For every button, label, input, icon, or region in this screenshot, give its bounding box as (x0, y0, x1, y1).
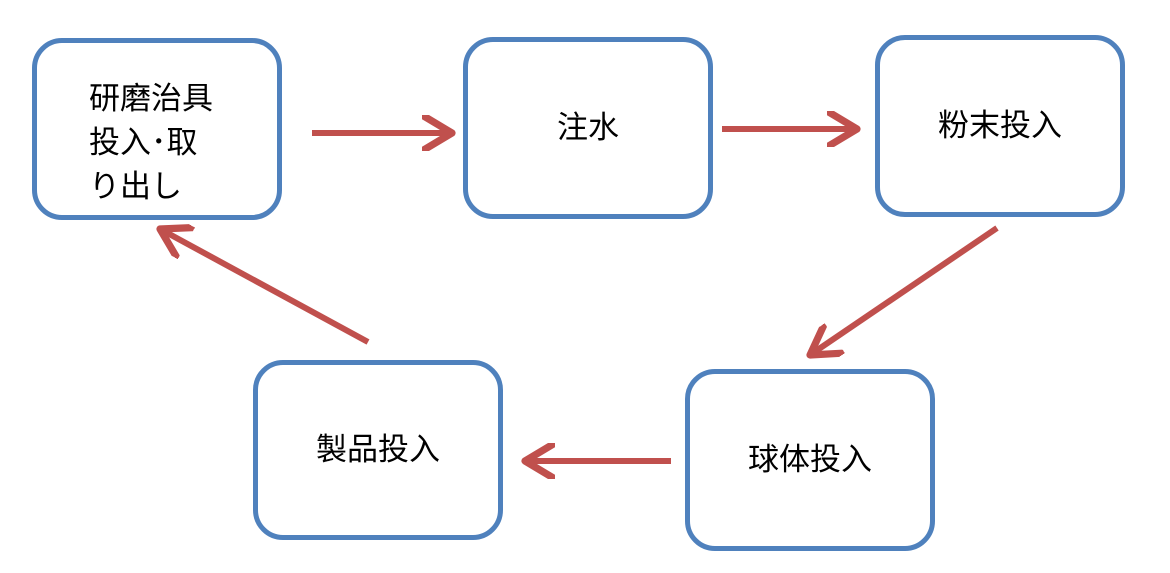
node-sphere: 球体投入 (685, 369, 935, 551)
node-sphere-label: 球体投入 (748, 442, 872, 478)
node-product: 製品投入 (253, 360, 503, 540)
arrow-product-to-jig (160, 229, 370, 345)
node-water: 注水 (463, 37, 713, 219)
node-jig: 研磨治具 投入･取 り出し (32, 38, 282, 220)
node-powder: 粉末投入 (875, 35, 1125, 217)
node-jig-label: 研磨治具 投入･取 り出し (89, 81, 213, 205)
arrow-powder-to-sphere (810, 225, 999, 355)
node-product-label: 製品投入 (316, 432, 440, 468)
node-powder-label: 粉末投入 (938, 108, 1062, 144)
node-water-label: 注水 (557, 110, 619, 146)
